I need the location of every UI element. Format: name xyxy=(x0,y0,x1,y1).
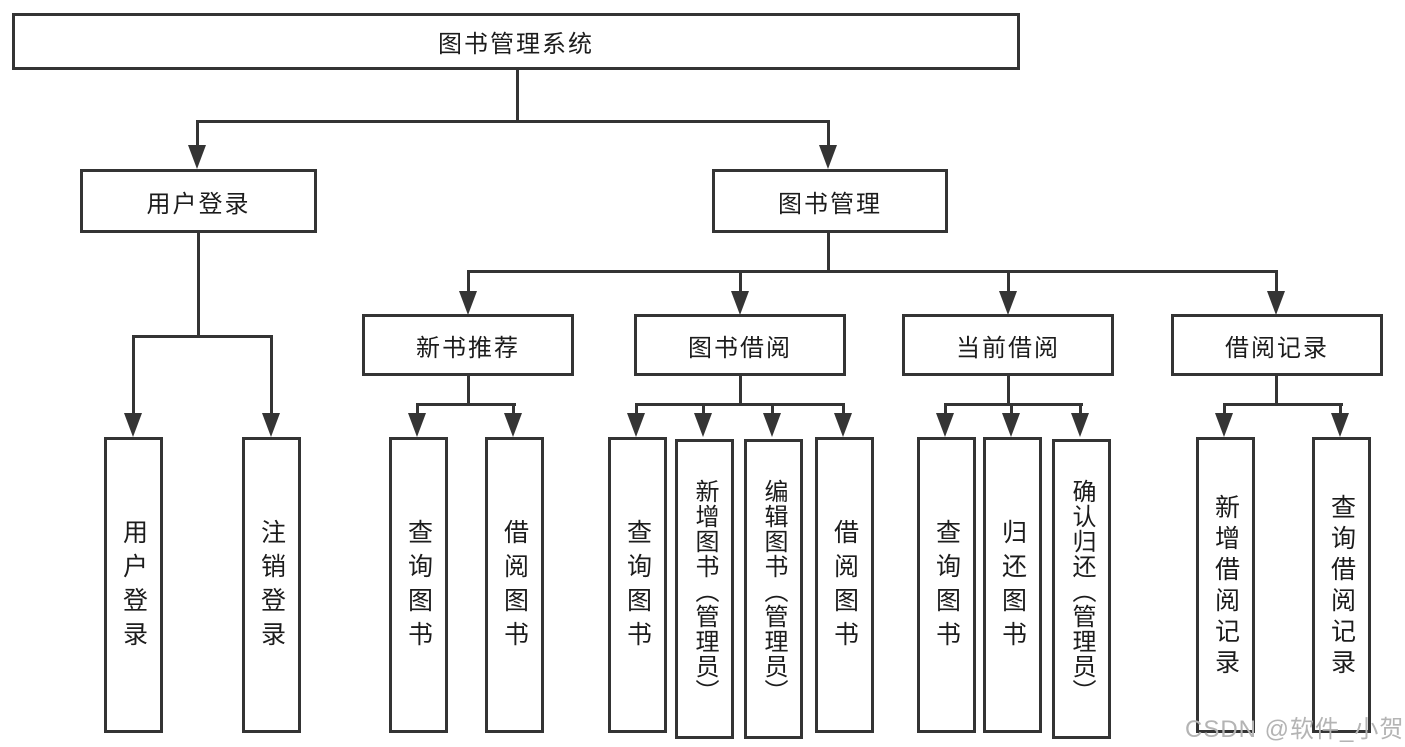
leaf-rec-borrow-book: 借阅图书 xyxy=(485,437,544,733)
connector-line xyxy=(1339,403,1342,417)
leaf-bb-borrow-book: 借阅图书 xyxy=(815,437,874,733)
connector-line xyxy=(1223,403,1343,406)
leaf-cb-confirm-return: 确认归还（管理员） xyxy=(1052,439,1111,739)
arrow-down-icon xyxy=(936,413,954,437)
node-current-borrow: 当前借阅 xyxy=(902,314,1114,376)
arrow-down-icon xyxy=(124,413,142,437)
leaf-user-login: 用户登录 xyxy=(104,437,163,733)
leaf-br-query-record: 查询借阅记录 xyxy=(1312,437,1371,733)
node-borrow-record: 借阅记录 xyxy=(1171,314,1383,376)
csdn-watermark: CSDN @软件_小贺同学 xyxy=(1185,716,1405,743)
connector-line xyxy=(1275,376,1278,406)
connector-line xyxy=(467,270,470,293)
arrow-down-icon xyxy=(834,413,852,437)
arrow-down-icon xyxy=(1331,413,1349,437)
connector-line xyxy=(467,270,1278,273)
leaf-cb-return-book: 归还图书 xyxy=(983,437,1042,733)
arrow-down-icon xyxy=(459,291,477,315)
leaf-bb-query-book: 查询图书 xyxy=(608,437,667,733)
connector-line xyxy=(1007,376,1010,406)
arrow-down-icon xyxy=(1215,413,1233,437)
connector-line xyxy=(1010,403,1013,417)
node-user-login: 用户登录 xyxy=(80,169,317,233)
connector-line xyxy=(196,120,830,123)
connector-line xyxy=(827,120,830,148)
arrow-down-icon xyxy=(1267,291,1285,315)
connector-line xyxy=(827,233,830,273)
connector-line xyxy=(196,120,199,148)
leaf-bb-edit-book: 编辑图书（管理员） xyxy=(744,439,803,739)
connector-line xyxy=(197,233,200,338)
leaf-bb-add-book: 新增图书（管理员） xyxy=(675,439,734,739)
connector-line xyxy=(132,335,273,338)
connector-line xyxy=(416,403,516,406)
connector-line xyxy=(842,403,845,417)
node-new-book-rec: 新书推荐 xyxy=(362,314,574,376)
connector-line xyxy=(416,403,419,417)
leaf-br-add-record: 新增借阅记录 xyxy=(1196,437,1255,733)
connector-line xyxy=(944,403,947,417)
connector-line xyxy=(512,403,515,417)
leaf-cb-query-book: 查询图书 xyxy=(917,437,976,733)
node-root: 图书管理系统 xyxy=(12,13,1020,70)
arrow-down-icon xyxy=(763,413,781,437)
arrow-down-icon xyxy=(694,413,712,437)
connector-line xyxy=(739,376,742,406)
connector-line xyxy=(1275,270,1278,293)
arrow-down-icon xyxy=(188,145,206,169)
arrow-down-icon xyxy=(819,145,837,169)
arrow-down-icon xyxy=(408,413,426,437)
node-book-borrow: 图书借阅 xyxy=(634,314,846,376)
leaf-user-logout: 注销登录 xyxy=(242,437,301,733)
arrow-down-icon xyxy=(999,291,1017,315)
connector-line xyxy=(739,270,742,293)
arrow-down-icon xyxy=(1071,413,1089,437)
connector-line xyxy=(702,403,705,417)
connector-line xyxy=(635,403,638,417)
connector-line xyxy=(771,403,774,417)
arrow-down-icon xyxy=(731,291,749,315)
connector-line xyxy=(467,376,470,406)
connector-line xyxy=(1223,403,1226,417)
connector-line xyxy=(270,335,273,417)
leaf-rec-query-book: 查询图书 xyxy=(389,437,448,733)
connector-line xyxy=(132,335,135,417)
connector-line xyxy=(1079,403,1082,417)
connector-line xyxy=(944,403,1083,406)
connector-line xyxy=(635,403,845,406)
node-book-mgmt: 图书管理 xyxy=(712,169,948,233)
arrow-down-icon xyxy=(627,413,645,437)
arrow-down-icon xyxy=(504,413,522,437)
connector-line xyxy=(516,70,519,123)
arrow-down-icon xyxy=(1002,413,1020,437)
connector-line xyxy=(1007,270,1010,293)
arrow-down-icon xyxy=(262,413,280,437)
